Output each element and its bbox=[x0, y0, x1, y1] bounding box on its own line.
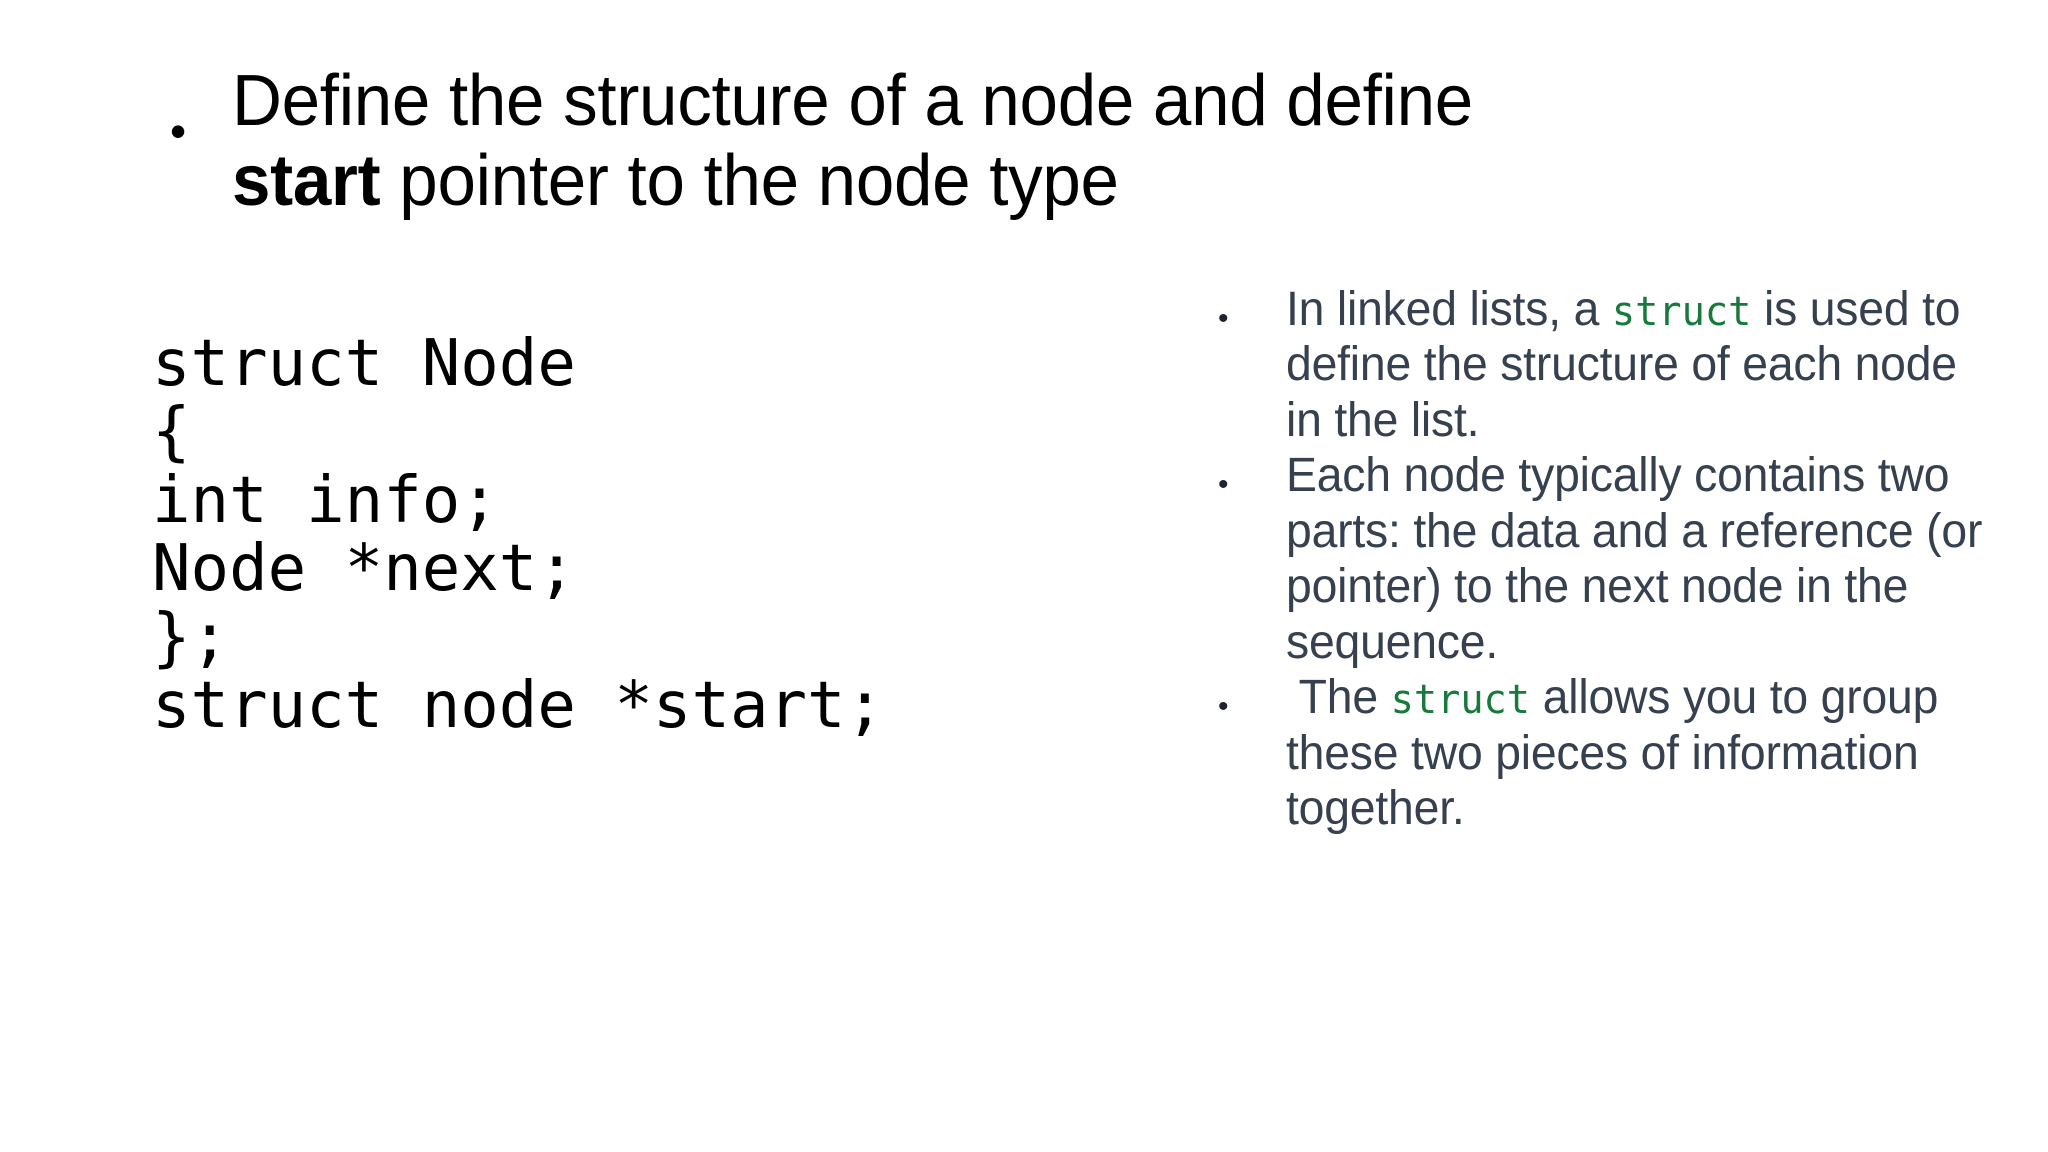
list-item-text: In linked lists, a struct is used to def… bbox=[1286, 282, 2004, 448]
explanation-bullet-list: • In linked lists, a struct is used to d… bbox=[1218, 282, 2030, 836]
code-line: struct Node bbox=[152, 327, 576, 401]
list-item-text-pre: The bbox=[1286, 671, 1391, 725]
bullet-dot-icon: • bbox=[170, 105, 187, 157]
list-item-text-post: is used to define the structure of each … bbox=[1286, 283, 1974, 447]
page-title: Define the structure of a node and defin… bbox=[232, 61, 1804, 222]
code-line: { bbox=[152, 395, 191, 470]
inline-code-struct: struct bbox=[1390, 677, 1531, 724]
list-item-text-post: allows you to group these two pieces of … bbox=[1286, 671, 1951, 835]
title-line-2-rest: pointer to the node type bbox=[380, 140, 1119, 221]
code-line: int info; bbox=[152, 463, 499, 538]
bullet-dot-icon: • bbox=[1218, 690, 1229, 724]
list-item-text: Each node typically contains two parts: … bbox=[1286, 448, 2004, 670]
list-item: • Each node typically contains two parts… bbox=[1218, 448, 2030, 670]
inline-code-struct: struct bbox=[1611, 289, 1752, 335]
title-line-1: Define the structure of a node and defin… bbox=[232, 61, 1473, 141]
bullet-dot-icon: • bbox=[1218, 468, 1229, 502]
title-keyword-start: start bbox=[232, 140, 381, 221]
code-line: Node *next; bbox=[152, 532, 576, 607]
code-line: struct node *start; bbox=[152, 669, 885, 744]
list-item-text-pre: In linked lists, a bbox=[1286, 283, 1612, 336]
bullet-dot-icon: • bbox=[1218, 302, 1229, 335]
slide-title-block: • Define the structure of a node and def… bbox=[170, 61, 1870, 222]
code-block: struct Node { int info; Node *next; }; s… bbox=[152, 330, 1172, 741]
list-item-text-pre: Each node typically contains two parts: … bbox=[1286, 449, 1995, 669]
list-item: • The struct allows you to group these t… bbox=[1218, 670, 2030, 836]
list-item: • In linked lists, a struct is used to d… bbox=[1218, 282, 2030, 448]
title-bullet-row: • Define the structure of a node and def… bbox=[170, 61, 1870, 222]
list-item-text: The struct allows you to group these two… bbox=[1286, 670, 2004, 836]
code-line: }; bbox=[152, 600, 230, 675]
